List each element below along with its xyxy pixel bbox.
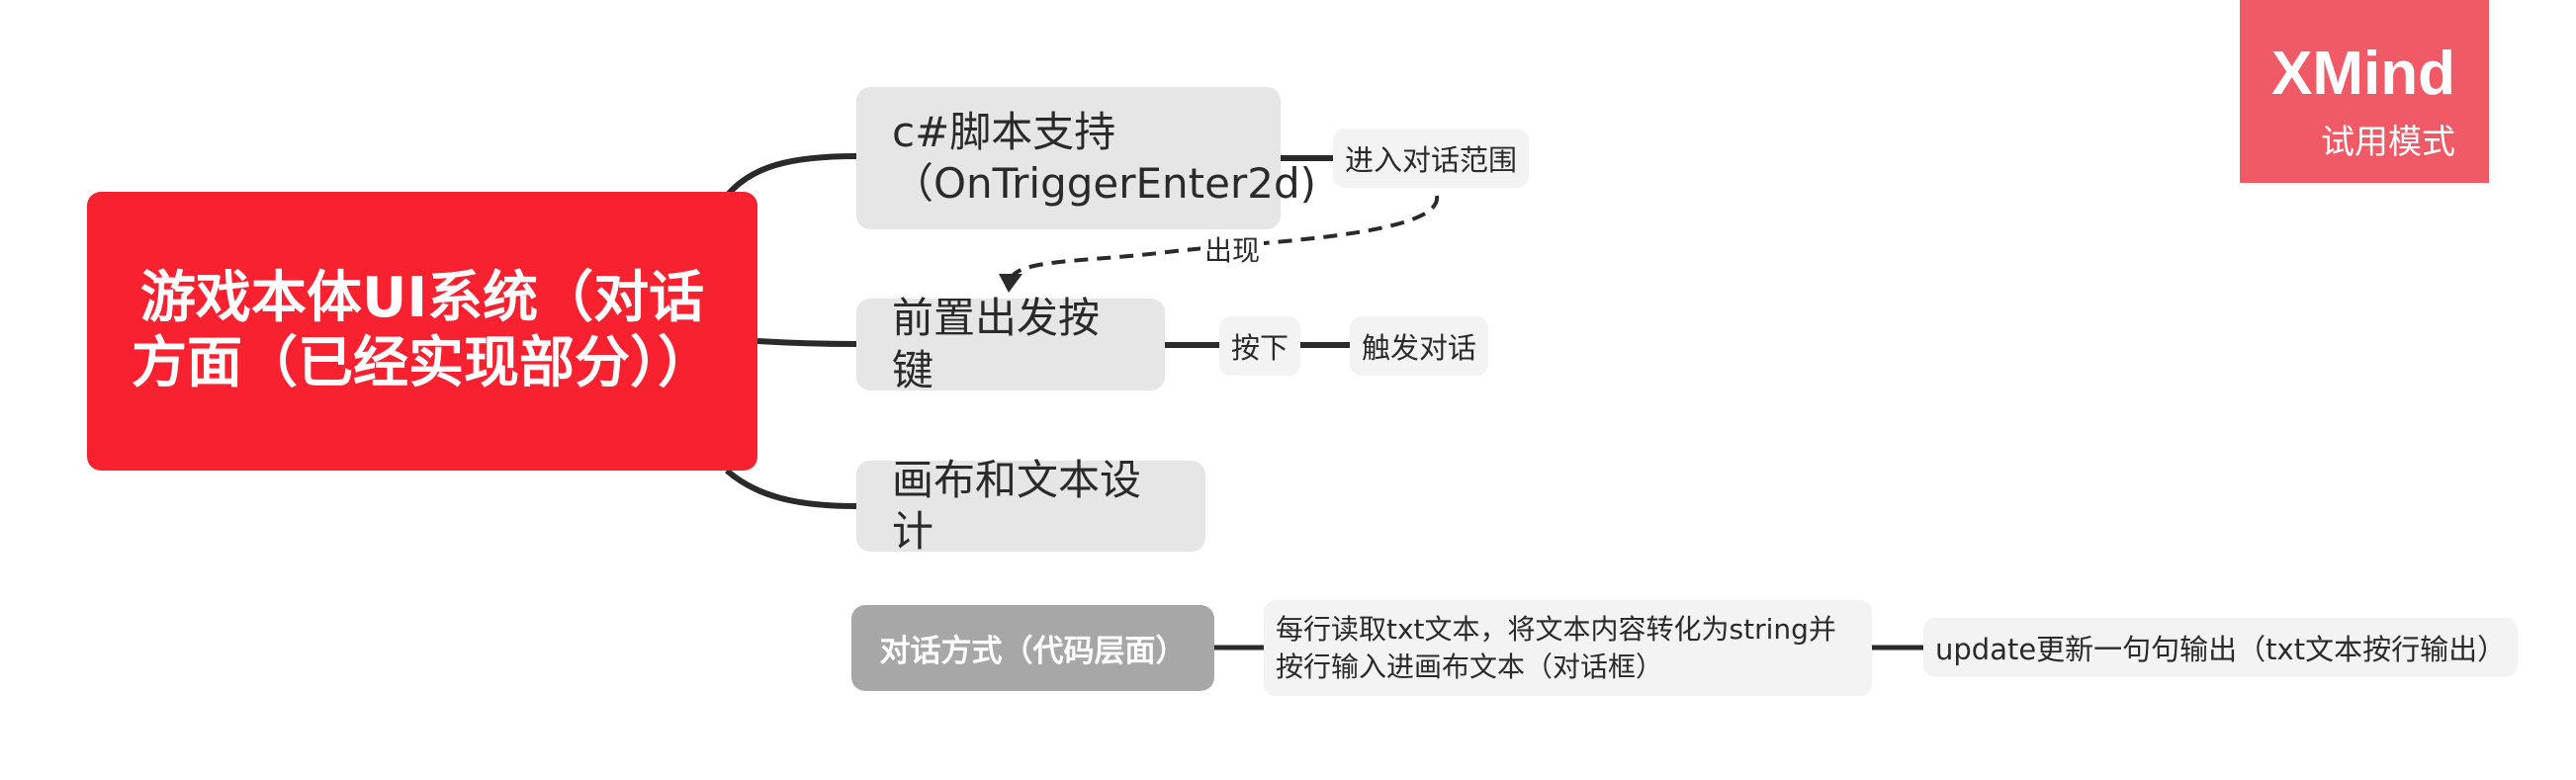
- subtopic-trigger-dialog[interactable]: 触发对话: [1350, 316, 1489, 376]
- subtopic-enter-dialog-range-label: 进入对话范围: [1345, 143, 1518, 177]
- relationship-line: [1009, 195, 1440, 281]
- root-topic[interactable]: 游戏本体UI系统（对话方面（已经实现部分））: [87, 192, 757, 471]
- subtopic-enter-dialog-range[interactable]: 进入对话范围: [1333, 129, 1530, 188]
- subtopic-read-txt-lines-label: 每行读取txt文本，将文本内容转化为string并按行输入进画布文本（对话框）: [1276, 612, 1836, 683]
- topic-canvas-text-design[interactable]: 画布和文本设计: [856, 456, 1205, 556]
- floating-topic-dialog-method-label: 对话方式（代码层面）: [879, 634, 1187, 669]
- trial-watermark: XMind 试用模式: [2240, 0, 2489, 183]
- subtopic-update-output[interactable]: update更新一句句输出（txt文本按行输出）: [1923, 618, 2519, 677]
- topic-csharp-script-label: c#脚本支持（OnTriggerEnter2d): [892, 107, 1317, 209]
- floating-topic-dialog-method[interactable]: 对话方式（代码层面）: [851, 605, 1214, 691]
- watermark-brand: XMind: [2271, 40, 2455, 108]
- relationship-label[interactable]: 出现: [1200, 229, 1265, 269]
- subtopic-press[interactable]: 按下: [1219, 316, 1301, 376]
- topic-trigger-key-label: 前置出发按键: [892, 294, 1101, 394]
- topic-canvas-text-design-label: 画布和文本设计: [892, 455, 1142, 557]
- connector-root-to-csharp: [724, 153, 857, 198]
- connector-root-to-trigger-key: [756, 338, 857, 347]
- subtopic-read-txt-lines[interactable]: 每行读取txt文本，将文本内容转化为string并按行输入进画布文本（对话框）: [1264, 600, 1872, 696]
- relationship-arrowhead: [999, 274, 1022, 293]
- subtopic-press-label: 按下: [1231, 331, 1289, 365]
- watermark-subtitle: 试用模式: [2321, 123, 2455, 162]
- subtopic-update-output-label: update更新一句句输出（txt文本按行输出）: [1935, 633, 2507, 666]
- topic-csharp-script[interactable]: c#脚本支持（OnTriggerEnter2d): [856, 87, 1316, 229]
- topic-trigger-key[interactable]: 前置出发按键: [856, 294, 1165, 394]
- connector-root-to-canvas: [725, 468, 857, 509]
- subtopic-trigger-dialog-label: 触发对话: [1362, 331, 1477, 365]
- root-topic-label: 游戏本体UI系统（对话方面（已经实现部分））: [132, 265, 713, 395]
